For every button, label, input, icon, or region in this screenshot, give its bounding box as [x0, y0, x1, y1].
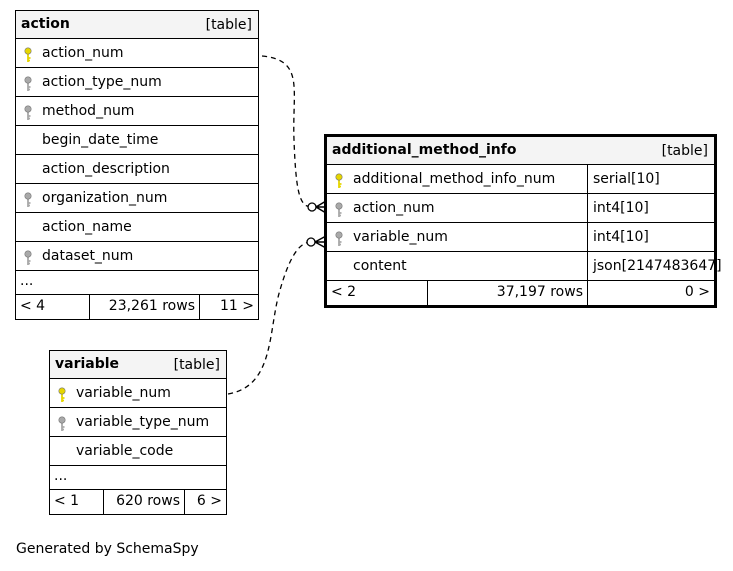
foreign-key-icon [24, 250, 32, 265]
foreign-key-icon [24, 76, 32, 91]
more-columns: ... [50, 466, 226, 490]
table-footer: < 4 23,261 rows 11 > [16, 295, 258, 319]
column-row[interactable]: action_description [16, 155, 258, 184]
foreign-key-icon [58, 416, 66, 431]
column-type: json[2147483647] [587, 252, 722, 280]
children-count: 0 > [587, 281, 714, 305]
parents-count: < 2 [331, 284, 357, 300]
column-name: additional_method_info_num [353, 171, 556, 187]
column-name: variable_type_num [76, 414, 210, 430]
table-footer: < 1 620 rows 6 > [50, 490, 226, 514]
table-header[interactable]: action [table] [16, 11, 258, 39]
row-count: 620 rows [103, 490, 184, 514]
parents-count: < 1 [54, 493, 80, 509]
column-row[interactable]: content json[2147483647] [327, 252, 722, 281]
column-type: int4[10] [587, 223, 714, 251]
relationship-variable-to-additional-method-info [227, 241, 312, 395]
table-kind: [table] [661, 143, 708, 159]
column-row[interactable]: variable_num int4[10] [327, 223, 714, 252]
column-name: variable_num [353, 229, 448, 245]
row-count: 37,197 rows [427, 281, 587, 305]
table-name: additional_method_info [332, 142, 517, 158]
zero-cardinality-marker [307, 202, 317, 212]
primary-key-icon [335, 173, 343, 188]
column-row[interactable]: additional_method_info_num serial[10] [327, 165, 714, 194]
foreign-key-icon [335, 231, 343, 246]
column-name: method_num [42, 103, 135, 119]
table-kind: [table] [205, 17, 252, 33]
column-name: content [353, 258, 407, 274]
primary-key-icon [24, 47, 32, 62]
foreign-key-icon [24, 192, 32, 207]
column-type: serial[10] [587, 165, 714, 193]
column-row[interactable]: action_name [16, 213, 258, 242]
column-row[interactable]: action_num [16, 39, 258, 68]
column-name: variable_num [76, 385, 171, 401]
table-name: action [21, 16, 70, 32]
parents-count: < 4 [20, 298, 46, 314]
table-action[interactable]: action [table] action_num action_type_num… [15, 10, 259, 320]
column-name: action_type_num [42, 74, 162, 90]
table-header[interactable]: additional_method_info [table] [327, 137, 714, 165]
children-count: 6 > [184, 490, 226, 514]
column-row[interactable]: dataset_num [16, 242, 258, 271]
column-name: action_num [42, 45, 124, 61]
table-footer: < 2 37,197 rows 0 > [327, 281, 714, 305]
primary-key-icon [58, 387, 66, 402]
column-name: action_description [42, 161, 170, 177]
generated-by-label: Generated by SchemaSpy [16, 541, 199, 557]
relationship-action-to-additional-method-info [261, 55, 313, 208]
column-row[interactable]: action_type_num [16, 68, 258, 97]
column-row[interactable]: method_num [16, 97, 258, 126]
column-name: dataset_num [42, 248, 134, 264]
row-count: 23,261 rows [89, 295, 199, 319]
column-name: organization_num [42, 190, 168, 206]
more-columns: ... [16, 271, 258, 295]
column-name: action_name [42, 219, 132, 235]
table-additional-method-info[interactable]: additional_method_info [table] additiona… [324, 134, 722, 308]
column-row[interactable]: begin_date_time [16, 126, 258, 155]
table-name: variable [55, 356, 120, 372]
column-row[interactable]: action_num int4[10] [327, 194, 714, 223]
column-row[interactable]: organization_num [16, 184, 258, 213]
children-count: 11 > [199, 295, 258, 319]
table-variable[interactable]: variable [table] variable_num variable_ty… [49, 350, 227, 515]
column-name: begin_date_time [42, 132, 159, 148]
column-type: int4[10] [587, 194, 714, 222]
foreign-key-icon [335, 202, 343, 217]
column-row[interactable]: variable_num [50, 379, 226, 408]
column-name: action_num [353, 200, 435, 216]
table-kind: [table] [173, 357, 220, 373]
zero-cardinality-marker [306, 237, 316, 247]
column-name: variable_code [76, 443, 174, 459]
column-row[interactable]: variable_code [50, 437, 226, 466]
foreign-key-icon [24, 105, 32, 120]
column-row[interactable]: variable_type_num [50, 408, 226, 437]
table-header[interactable]: variable [table] [50, 351, 226, 379]
